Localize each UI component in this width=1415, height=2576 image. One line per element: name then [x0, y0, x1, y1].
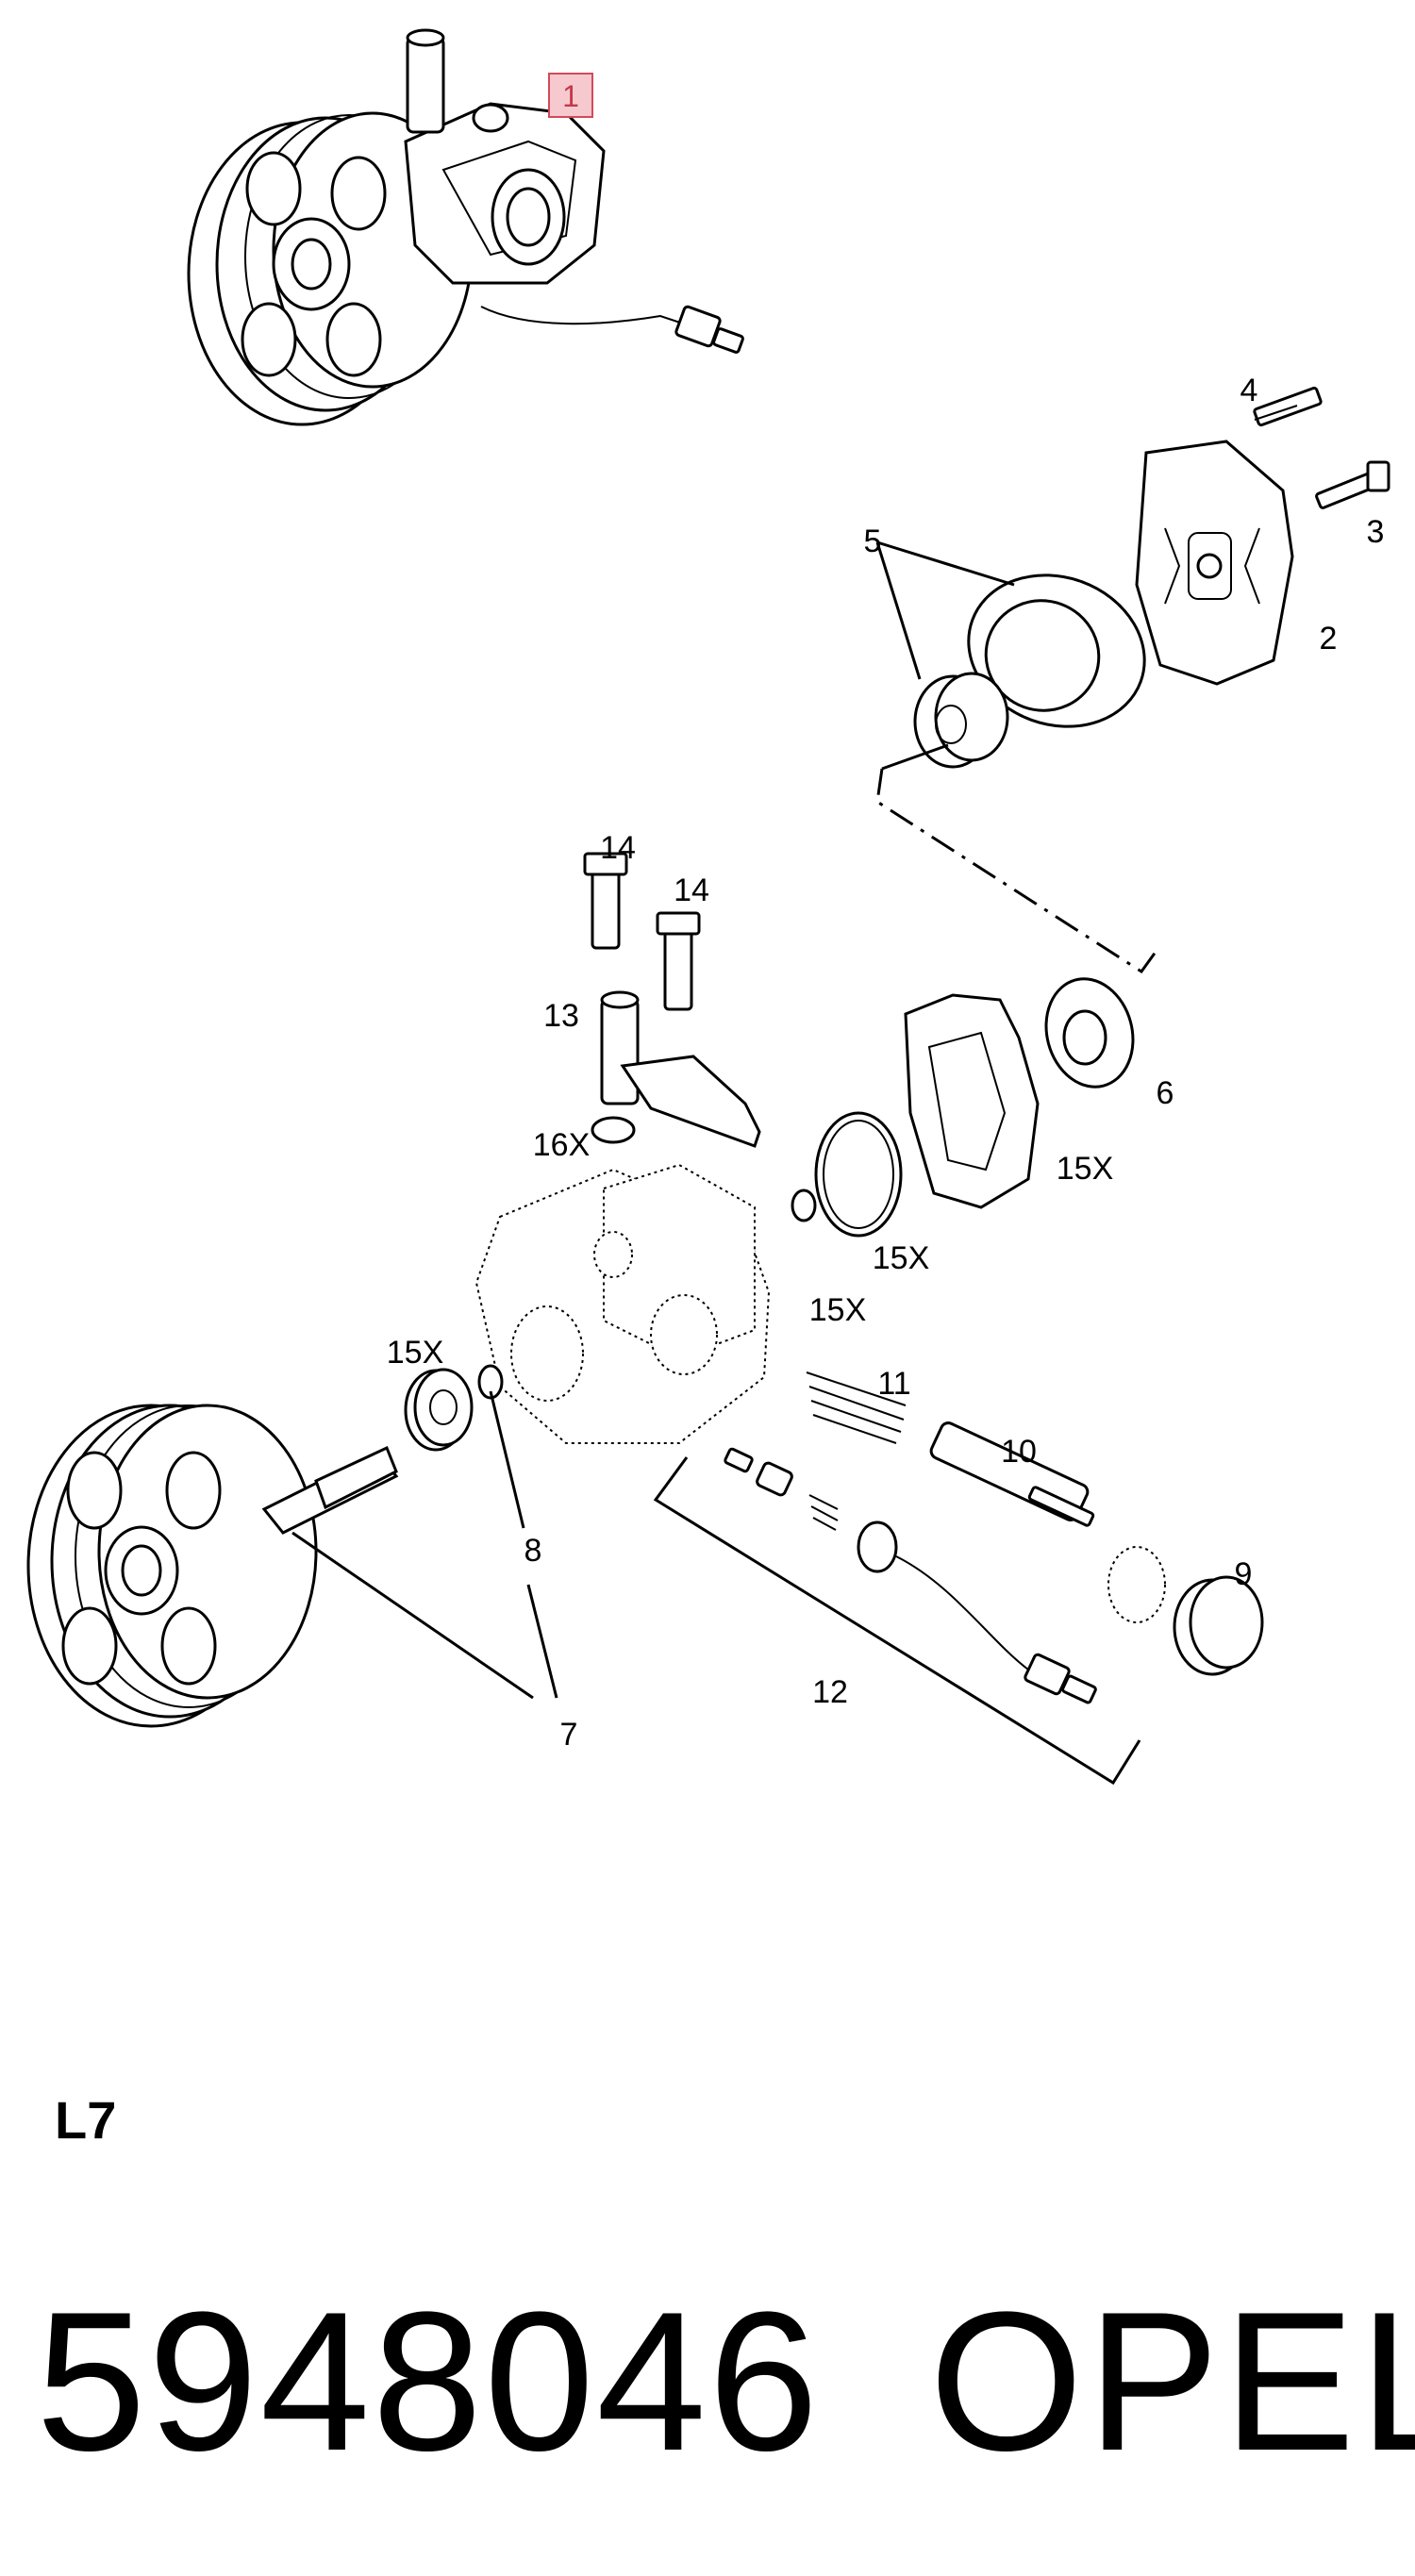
- rear-cover-group: [913, 386, 1390, 769]
- callout-15x-small-oring[interactable]: 15X: [809, 1292, 867, 1328]
- callout-14-left[interactable]: 14: [600, 830, 636, 866]
- callout-6[interactable]: 6: [1157, 1075, 1174, 1111]
- callout-numbers: 4 3 2 5 14 14 13 6 16X 15X 15X 15X 15X 1…: [387, 373, 1385, 1753]
- callout-14-right[interactable]: 14: [674, 873, 709, 908]
- callout-9[interactable]: 9: [1235, 1556, 1253, 1592]
- callout-16x[interactable]: 16X: [533, 1127, 591, 1163]
- callout-13[interactable]: 13: [543, 998, 579, 1034]
- callout-15x-ring[interactable]: 15X: [873, 1240, 930, 1276]
- callout-2[interactable]: 2: [1320, 621, 1338, 656]
- callout-8[interactable]: 8: [524, 1533, 542, 1569]
- callout-4[interactable]: 4: [1240, 373, 1258, 408]
- pump-housing-dotted: [474, 1163, 771, 1444]
- outlet-union-group: [583, 852, 761, 1148]
- part-number: 5948046: [36, 2270, 821, 2492]
- callout-1: 1: [562, 79, 579, 113]
- callout-15x-gasket[interactable]: 15X: [1057, 1151, 1114, 1187]
- assembled-pump-drawing: [187, 28, 744, 426]
- callout-12[interactable]: 12: [812, 1674, 848, 1710]
- diagram-code-label: L7: [55, 2090, 117, 2150]
- seal-and-gasket-group: [791, 977, 1135, 1238]
- shaft-and-pulley-group: [26, 1364, 504, 1728]
- callout-3[interactable]: 3: [1367, 514, 1385, 550]
- leader-lines-lower: [291, 1390, 1141, 1786]
- callout-15x-bearing[interactable]: 15X: [387, 1335, 444, 1371]
- callout-7[interactable]: 7: [560, 1717, 578, 1753]
- leader-lines-upper: [875, 540, 1160, 974]
- brand-name: OPEL: [929, 2270, 1415, 2492]
- callout-1-highlight[interactable]: 1: [548, 73, 593, 118]
- callout-11[interactable]: 11: [877, 1366, 910, 1402]
- callout-10[interactable]: 10: [1001, 1434, 1037, 1470]
- valve-components-group: [724, 1371, 1264, 1704]
- callout-5[interactable]: 5: [864, 524, 882, 559]
